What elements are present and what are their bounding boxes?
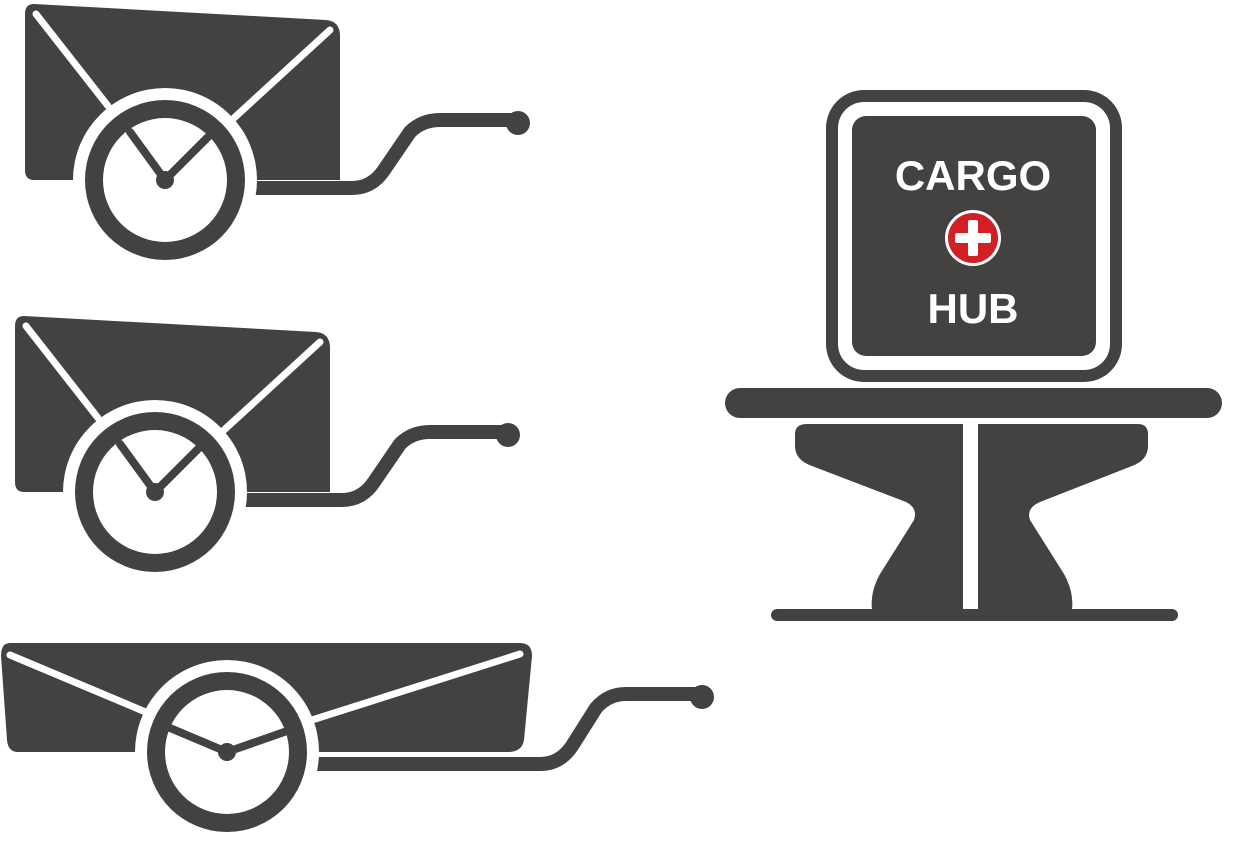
cargo-hub-logo: CARGO HUB bbox=[826, 90, 1122, 382]
plus-badge-icon bbox=[945, 210, 1001, 266]
handcart-trailer-icon bbox=[25, 4, 530, 272]
handcart-trailer-icon bbox=[15, 316, 520, 584]
logo-line-hub: HUB bbox=[928, 285, 1019, 332]
anvil-table-icon bbox=[725, 388, 1222, 621]
handcart-trailer-icon bbox=[1, 643, 714, 844]
logo-line-cargo: CARGO bbox=[895, 152, 1051, 199]
